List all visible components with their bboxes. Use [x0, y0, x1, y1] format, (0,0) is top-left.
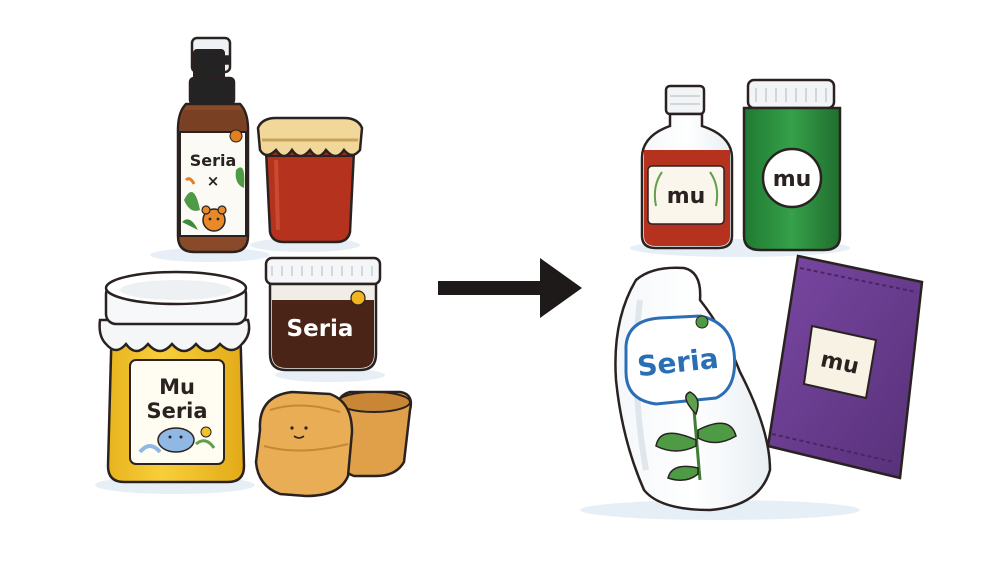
white-pouch: Seria — [614, 266, 772, 512]
green-jar-label: mu — [773, 167, 812, 192]
green-supplement-jar: mu — [742, 78, 842, 252]
spray-bottle: Seria × — [176, 36, 250, 254]
yellow-jar-label-line2: Seria — [146, 399, 207, 423]
chocolate-jar: Seria — [264, 256, 382, 372]
purple-sachet: mu — [766, 254, 924, 480]
pastries — [254, 390, 413, 498]
red-syrup-bottle: mu — [640, 84, 734, 250]
yellow-jar-label-line1: Mu — [159, 375, 195, 399]
red-jam-jar — [256, 116, 364, 244]
chocolate-jar-label: Seria — [287, 316, 354, 342]
spray-bottle-label-line2: × — [207, 172, 220, 190]
transform-arrow — [438, 258, 582, 318]
spray-bottle-label-line1: Seria — [190, 151, 237, 170]
yellow-honey-jar: Mu Seria — [98, 270, 251, 484]
red-bottle-label: mu — [667, 184, 706, 209]
